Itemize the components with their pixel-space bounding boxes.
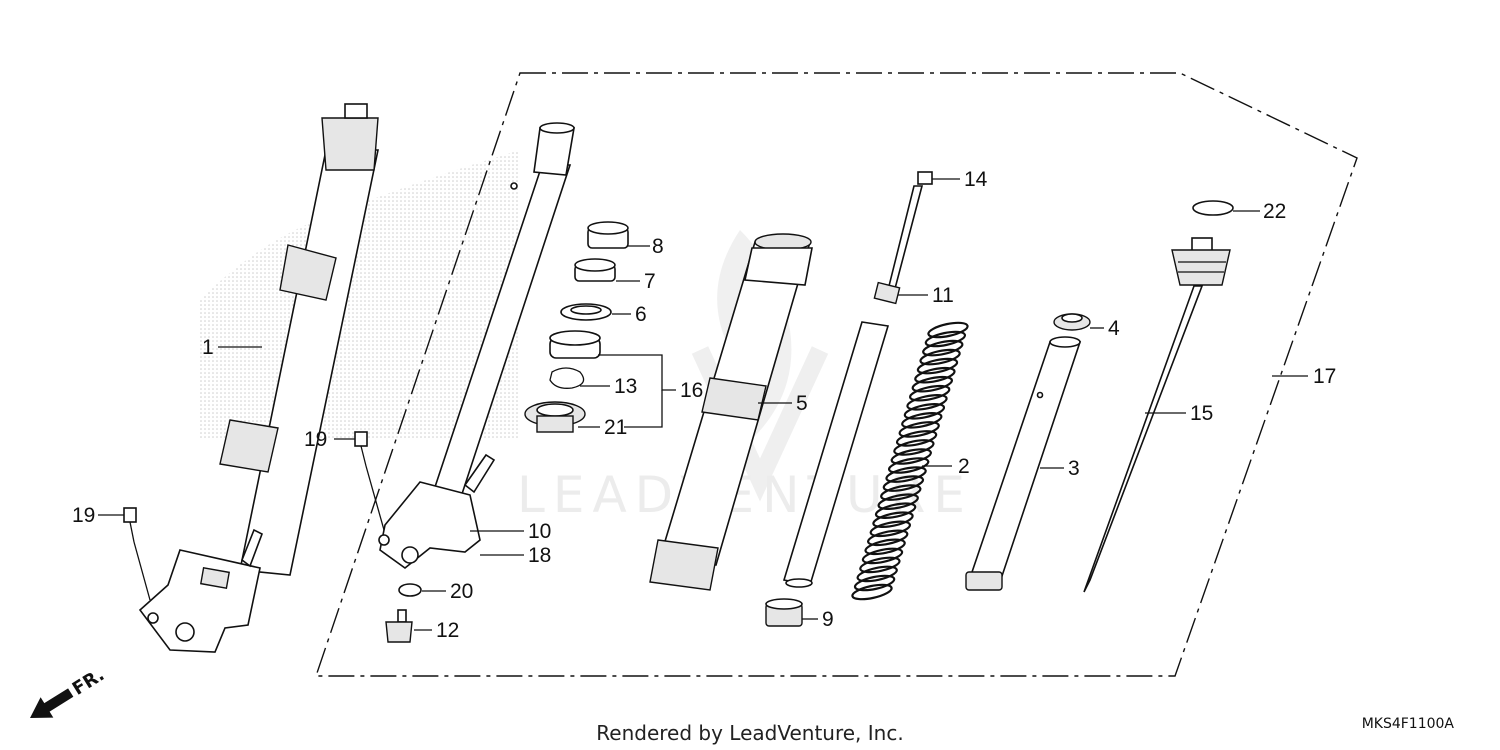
front-direction-label: FR. <box>69 664 108 699</box>
callout-21: 21 <box>604 416 627 439</box>
spring-coil <box>914 366 956 384</box>
callout-10: 10 <box>528 520 551 543</box>
spring-coil <box>895 430 938 447</box>
bushing-part-7 <box>574 258 616 282</box>
callout-16: 16 <box>680 379 703 402</box>
diagram-code: MKS4F1100A <box>1362 716 1455 732</box>
spring-coil <box>869 520 912 538</box>
cartridge-part-15 <box>1083 237 1231 593</box>
callout-19-left: 19 <box>72 504 95 527</box>
seal-part-16 <box>549 330 601 359</box>
callout-13: 13 <box>614 375 637 398</box>
bushing-part-8 <box>587 221 629 249</box>
washer-part-20 <box>398 583 422 597</box>
valve-part-12 <box>385 609 413 643</box>
spring-coil <box>919 348 961 366</box>
callout-11: 11 <box>932 284 954 307</box>
dust-seal-part-21 <box>524 401 586 433</box>
washer-part-6 <box>560 303 612 321</box>
o-ring-part-22 <box>1192 200 1234 216</box>
spring-coil <box>880 484 922 501</box>
callout-7: 7 <box>644 270 656 293</box>
spring-coil <box>859 556 901 574</box>
callout-19-right: 19 <box>304 428 327 451</box>
spring-coil <box>898 421 940 438</box>
callout-22: 22 <box>1263 200 1286 223</box>
spring-coil <box>882 475 925 492</box>
bolt-part-19-right <box>354 431 368 467</box>
spring-coil <box>903 403 946 420</box>
outer-tube-part-5 <box>649 233 813 591</box>
spring-coil <box>911 375 954 393</box>
callout-2: 2 <box>958 455 970 478</box>
spring-coil <box>901 412 943 429</box>
spring-coil <box>924 330 967 348</box>
callout-14: 14 <box>964 168 988 191</box>
bushing-part-9 <box>765 598 803 627</box>
spring-coil <box>874 502 917 519</box>
fork-assembly-part-1 <box>138 103 379 653</box>
callout-4: 4 <box>1108 317 1120 340</box>
clip-part-13 <box>549 367 585 389</box>
spring-coil <box>864 538 906 556</box>
bolt-part-19-left <box>123 507 137 543</box>
front-direction-arrow: FR. <box>30 664 108 718</box>
cap-part-4 <box>1053 313 1091 331</box>
leader-lines <box>98 178 1308 631</box>
spring-coil <box>890 448 933 465</box>
callout-6: 6 <box>635 303 647 326</box>
footer-credit: Rendered by LeadVenture, Inc. <box>596 721 903 745</box>
spring-coil <box>866 529 909 547</box>
spring-coil <box>922 339 964 357</box>
damper-rod-part-11 <box>782 171 933 588</box>
spring-coil <box>885 466 927 483</box>
spring-coil <box>853 574 896 592</box>
spring-coil <box>887 457 930 474</box>
spring-coil <box>856 565 898 583</box>
fork-tube-part-10 <box>378 122 575 570</box>
spring-coil <box>877 493 919 510</box>
callout-9: 9 <box>822 608 834 631</box>
callout-5: 5 <box>796 392 808 415</box>
collar-tube-part-3 <box>965 336 1082 591</box>
spring-part-2 <box>851 321 969 601</box>
kit-boundary <box>315 72 1358 677</box>
callout-3: 3 <box>1068 457 1080 480</box>
spring-coil <box>927 321 969 339</box>
callout-20: 20 <box>450 580 473 603</box>
spring-coil <box>916 357 959 375</box>
spring-coil <box>872 511 914 528</box>
spring-coil <box>908 384 951 402</box>
callout-1: 1 <box>202 336 214 359</box>
spring-coil <box>906 394 948 411</box>
callout-labels: 1 2 3 4 5 6 7 8 9 10 11 12 13 14 15 16 1… <box>72 168 1336 642</box>
callout-8: 8 <box>652 235 664 258</box>
callout-17: 17 <box>1313 365 1336 388</box>
callout-12: 12 <box>436 619 459 642</box>
callout-15: 15 <box>1190 402 1213 425</box>
spring-coil <box>851 583 893 601</box>
spring-coil <box>861 547 904 565</box>
callout-18: 18 <box>528 544 551 567</box>
spring-coil <box>893 439 935 456</box>
